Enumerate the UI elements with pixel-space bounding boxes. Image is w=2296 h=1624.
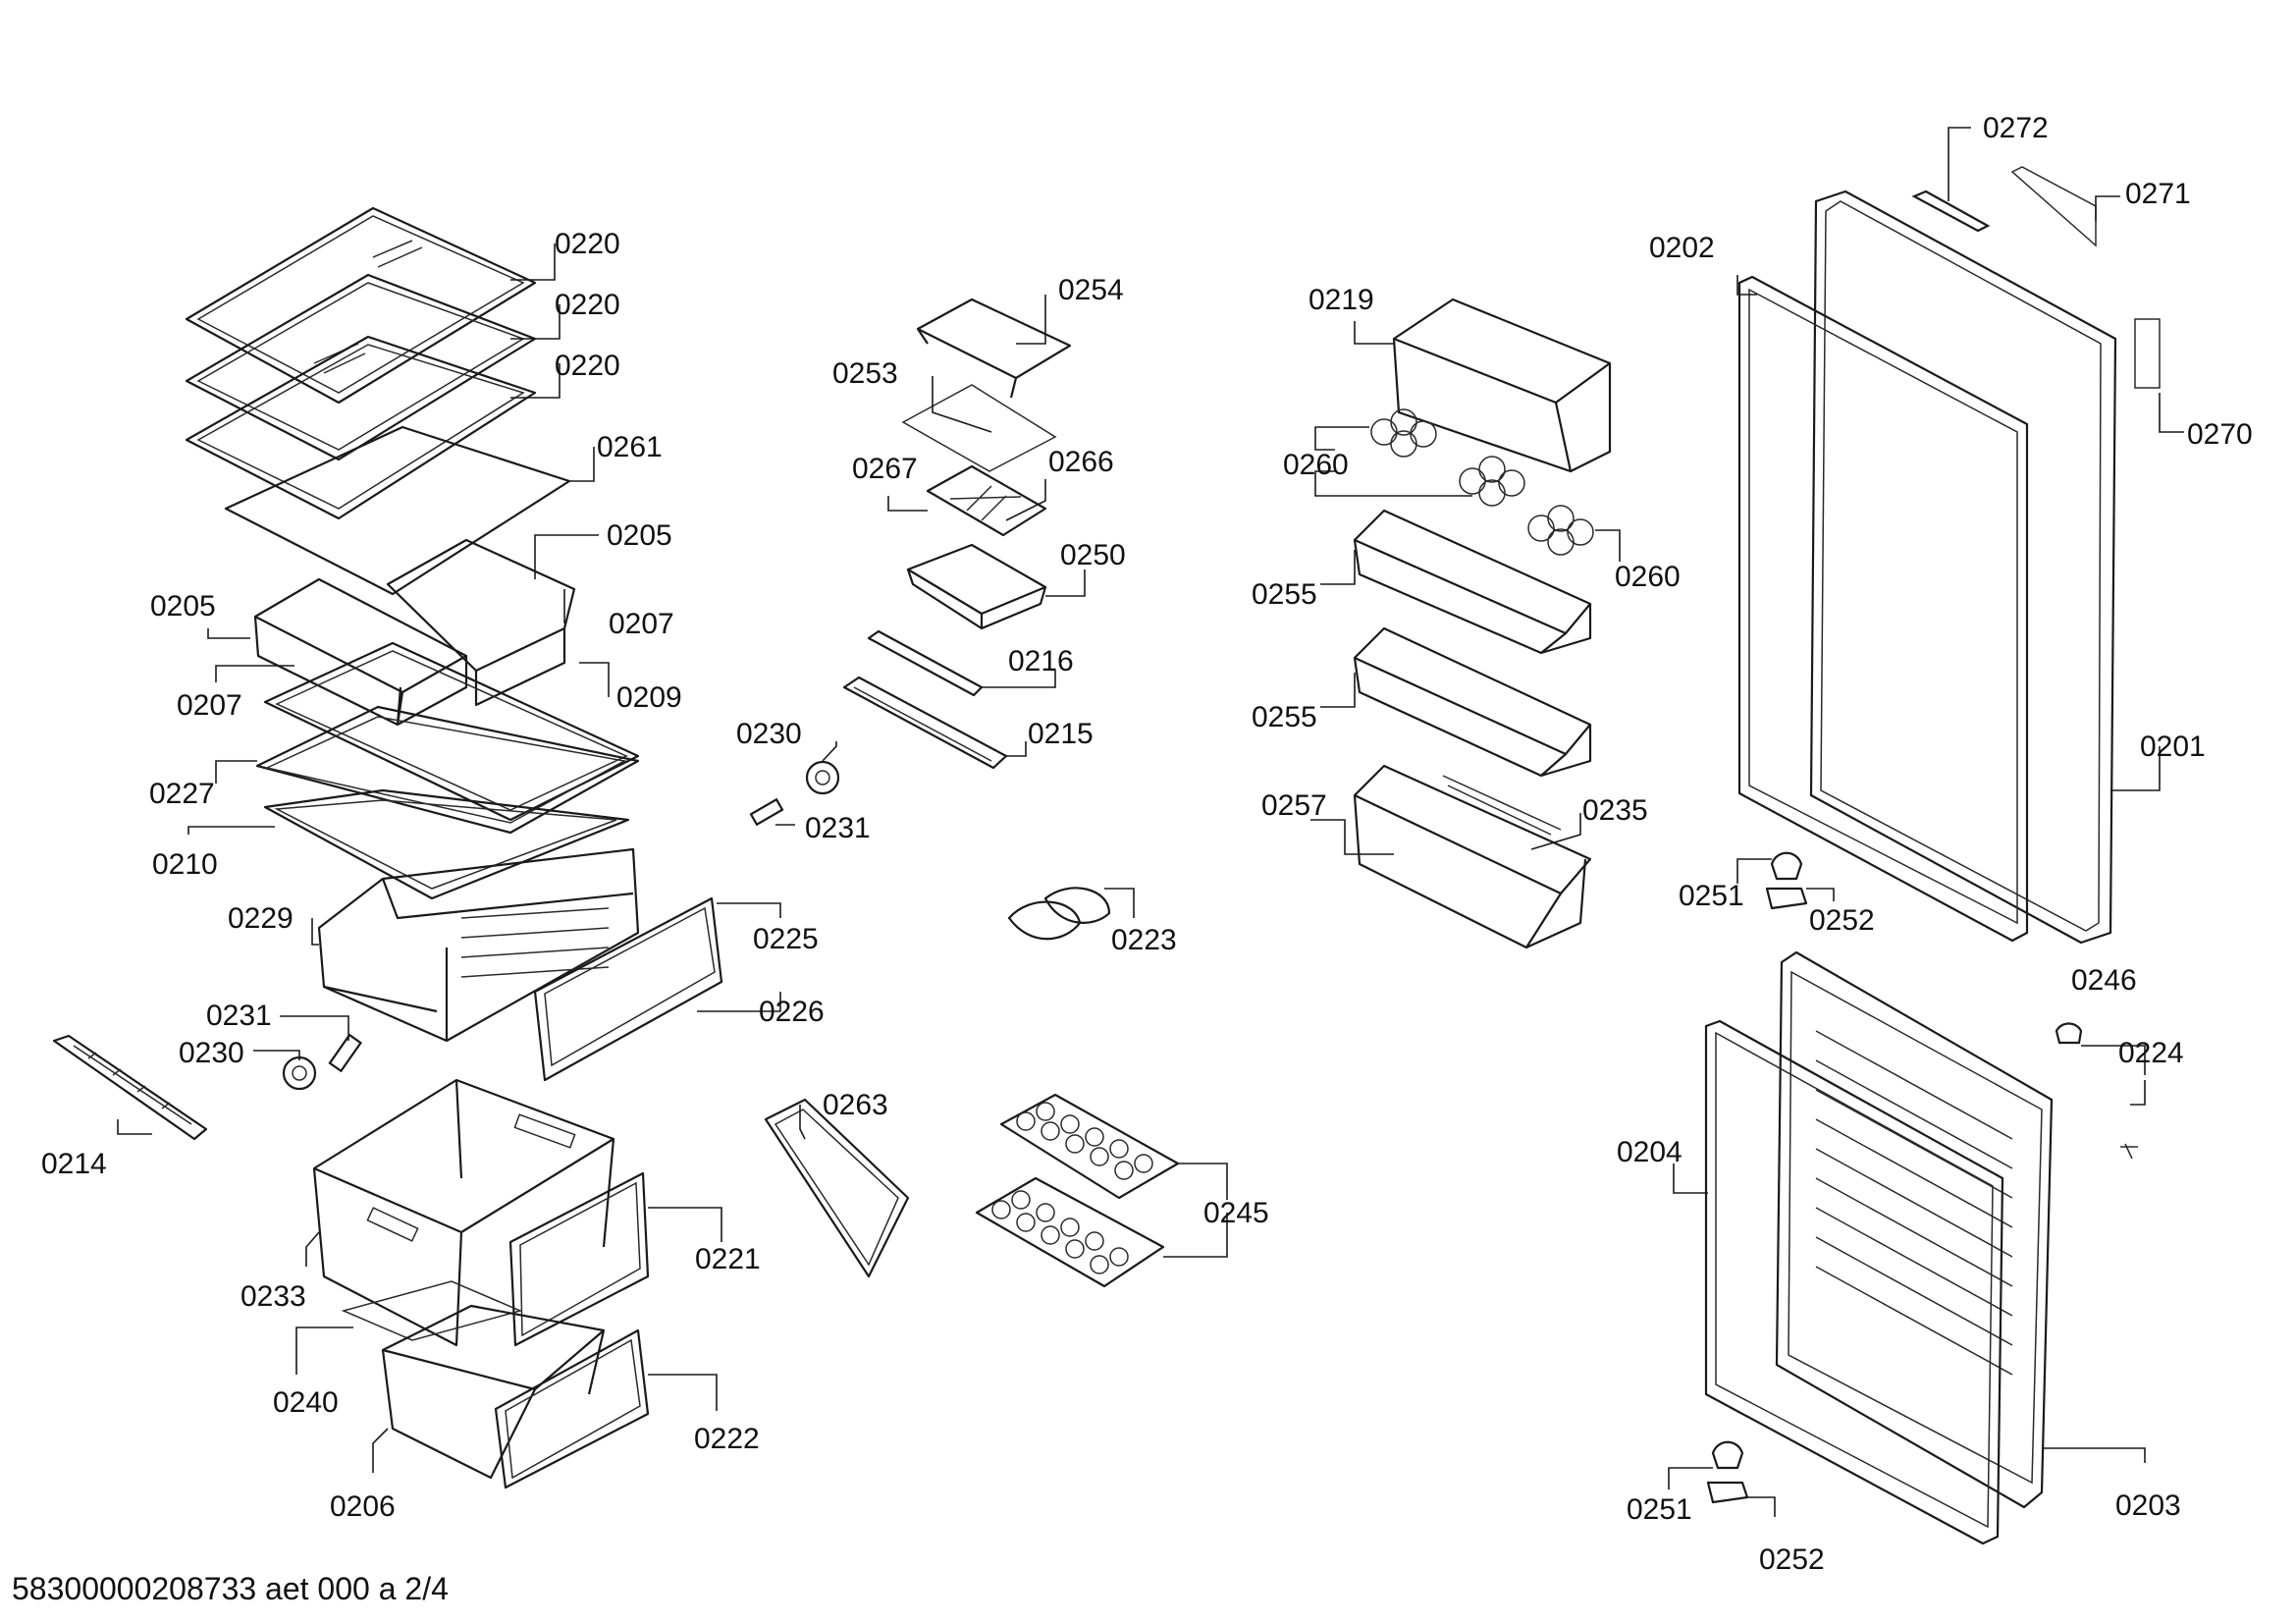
label-0221: 0221 bbox=[695, 1243, 761, 1275]
label-0251-top: 0251 bbox=[1679, 880, 1744, 912]
label-0257: 0257 bbox=[1261, 789, 1327, 822]
label-0261: 0261 bbox=[597, 431, 663, 463]
label-0235: 0235 bbox=[1582, 794, 1648, 827]
label-0223: 0223 bbox=[1111, 924, 1177, 956]
label-0229: 0229 bbox=[228, 902, 294, 935]
rollers-left bbox=[52, 1033, 363, 1141]
freezer-drawers bbox=[312, 1078, 650, 1489]
label-0204: 0204 bbox=[1617, 1136, 1682, 1168]
label-0253: 0253 bbox=[832, 357, 898, 390]
label-0220-b: 0220 bbox=[555, 289, 620, 321]
label-0230-left: 0230 bbox=[179, 1037, 244, 1069]
label-0252-bottom: 0252 bbox=[1759, 1543, 1825, 1576]
label-0271: 0271 bbox=[2125, 178, 2191, 210]
label-0203: 0203 bbox=[2115, 1489, 2181, 1522]
shelf-assembly bbox=[185, 206, 571, 596]
label-0251-bottom: 0251 bbox=[1627, 1493, 1692, 1526]
label-0202: 0202 bbox=[1649, 232, 1715, 264]
label-0254: 0254 bbox=[1058, 274, 1124, 306]
label-0246: 0246 bbox=[2071, 964, 2137, 997]
label-0266: 0266 bbox=[1048, 446, 1114, 478]
label-0207-left: 0207 bbox=[177, 689, 242, 722]
label-0206: 0206 bbox=[330, 1490, 396, 1523]
label-0230-mid: 0230 bbox=[736, 718, 802, 750]
door-bins bbox=[1353, 298, 1612, 949]
label-0216: 0216 bbox=[1008, 645, 1074, 677]
label-0263: 0263 bbox=[823, 1089, 888, 1121]
part-labels: 0220 0220 0220 0261 0205 0205 0207 0207 … bbox=[41, 112, 2253, 1576]
label-0215: 0215 bbox=[1028, 718, 1094, 750]
crisper-box bbox=[317, 847, 723, 1082]
label-0207-right: 0207 bbox=[609, 608, 674, 640]
ice-trays bbox=[975, 1093, 1180, 1288]
label-0231-left: 0231 bbox=[206, 1000, 272, 1032]
label-0227: 0227 bbox=[149, 778, 215, 810]
doors bbox=[1704, 166, 2161, 1545]
label-0260-left: 0260 bbox=[1283, 449, 1349, 481]
label-0233: 0233 bbox=[240, 1280, 306, 1313]
label-0250: 0250 bbox=[1060, 539, 1126, 571]
label-0255-top: 0255 bbox=[1252, 578, 1317, 611]
label-0222: 0222 bbox=[694, 1423, 760, 1455]
label-0219: 0219 bbox=[1308, 284, 1374, 316]
label-0220-c: 0220 bbox=[555, 350, 620, 382]
label-0210: 0210 bbox=[152, 848, 218, 881]
label-0272: 0272 bbox=[1983, 112, 2049, 144]
label-0240: 0240 bbox=[273, 1386, 339, 1419]
label-0226: 0226 bbox=[759, 996, 825, 1028]
label-0209: 0209 bbox=[616, 681, 682, 714]
document-footer: 58300000208733 aet 000 a 2/4 bbox=[12, 1571, 449, 1606]
label-0225: 0225 bbox=[753, 923, 819, 955]
label-0205-left: 0205 bbox=[150, 590, 216, 623]
label-0220-a: 0220 bbox=[555, 228, 620, 260]
label-0267: 0267 bbox=[852, 453, 918, 485]
label-0224: 0224 bbox=[2118, 1037, 2184, 1069]
label-0252-top: 0252 bbox=[1809, 904, 1875, 937]
leader-lines bbox=[117, 127, 2184, 1517]
label-0201: 0201 bbox=[2140, 731, 2206, 763]
label-0214: 0214 bbox=[41, 1148, 107, 1180]
label-0255-bottom: 0255 bbox=[1252, 701, 1317, 733]
crisper-trays bbox=[253, 538, 640, 900]
label-0245: 0245 bbox=[1203, 1197, 1269, 1229]
label-0270: 0270 bbox=[2187, 418, 2253, 451]
label-0205-right: 0205 bbox=[607, 519, 672, 552]
label-0260-right: 0260 bbox=[1615, 561, 1681, 593]
label-0231-mid: 0231 bbox=[805, 812, 871, 844]
